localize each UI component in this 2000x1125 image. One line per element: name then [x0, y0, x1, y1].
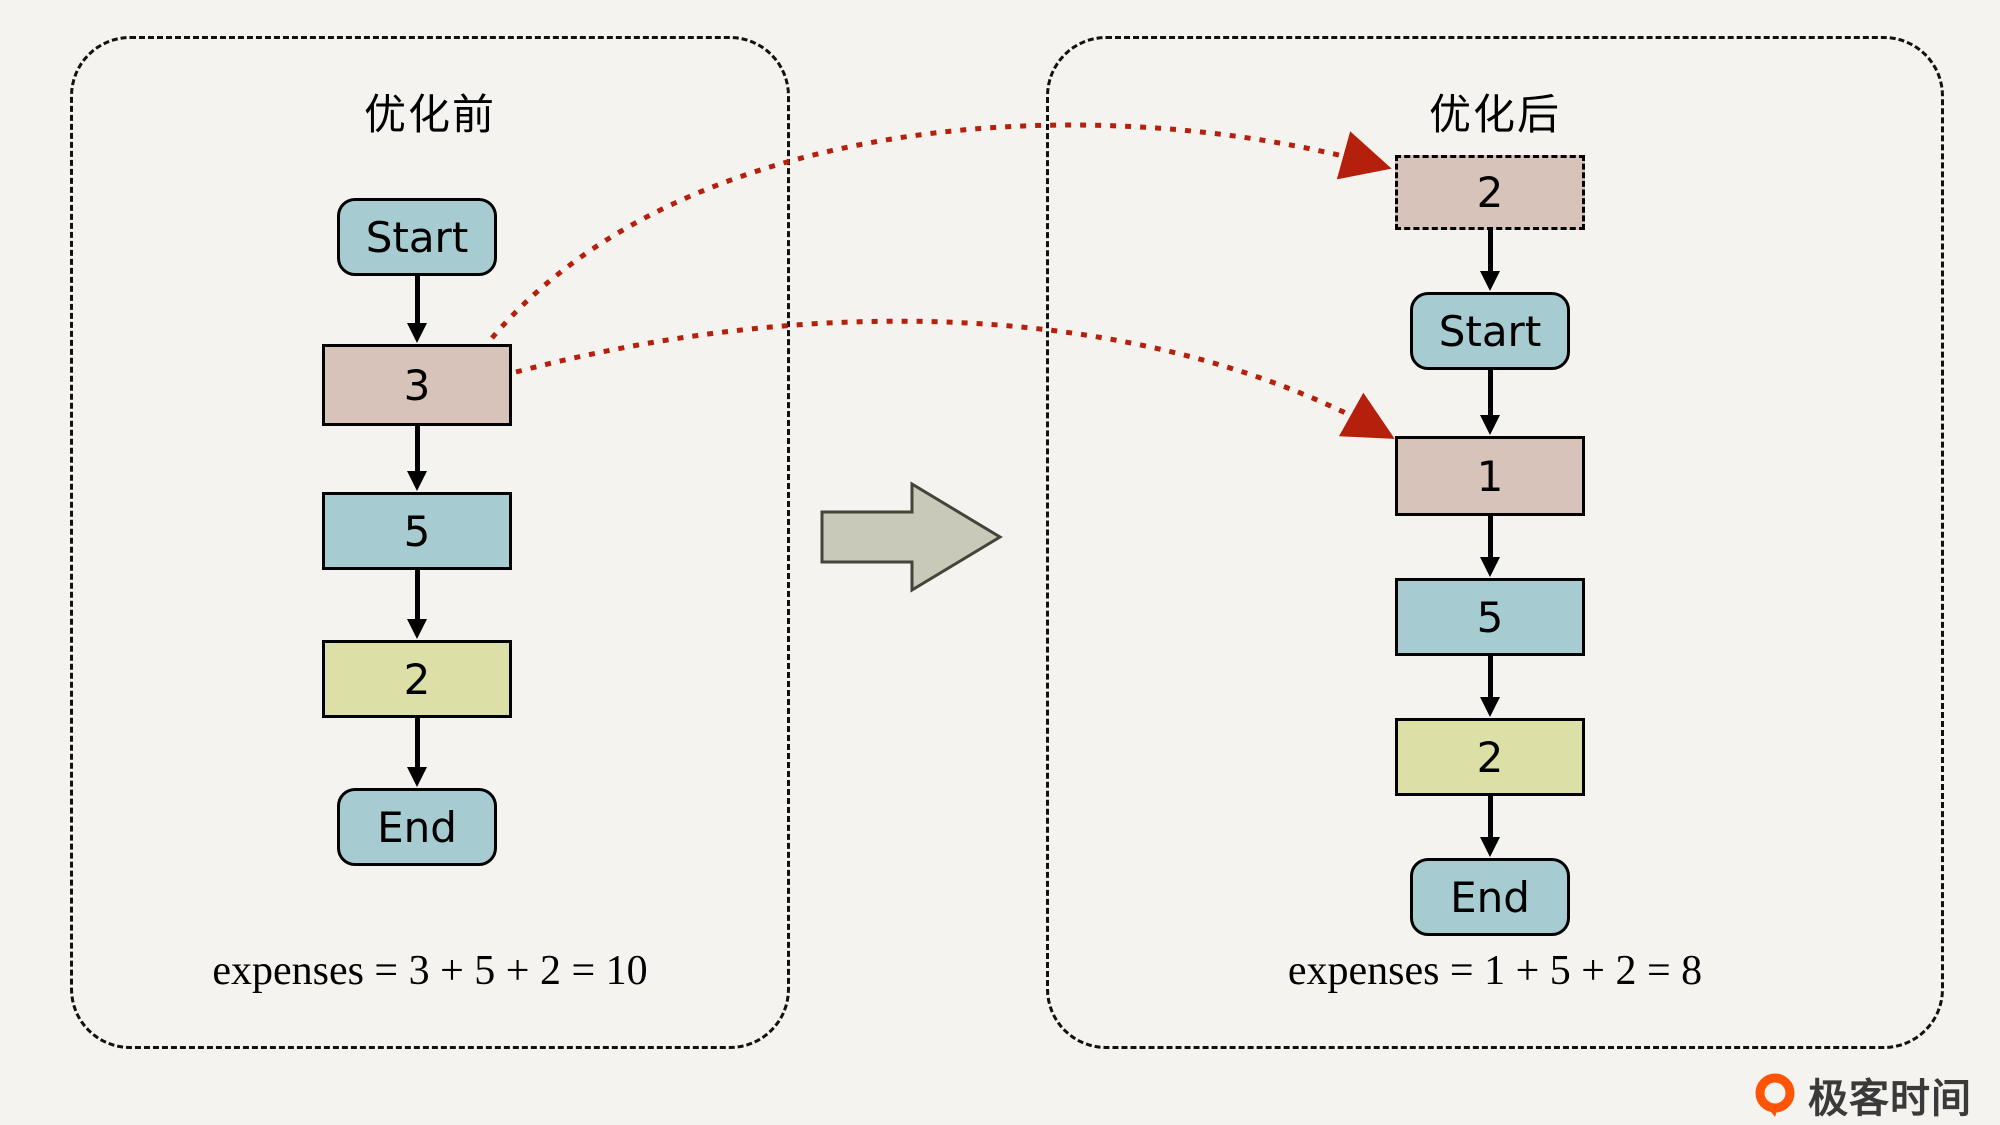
flow-arrow — [1480, 516, 1500, 577]
after-node-end: End — [1410, 858, 1570, 936]
before-panel: 优化前 expenses = 3 + 5 + 2 = 10 — [70, 36, 790, 1049]
before-node-3: 3 — [322, 344, 512, 426]
flow-arrow — [1480, 796, 1500, 857]
geektime-logo-text: 极客时间 — [1808, 1076, 1972, 1122]
before-node-5: 5 — [322, 492, 512, 570]
flow-arrow — [407, 718, 427, 787]
after-node-2: 2 — [1395, 718, 1585, 796]
after-expenses: expenses = 1 + 5 + 2 = 8 — [1287, 948, 1703, 994]
flow-arrow — [407, 426, 427, 491]
after-node-1: 1 — [1395, 436, 1585, 516]
flow-arrow — [1480, 656, 1500, 717]
geektime-logo: 极客时间 — [1752, 1066, 1972, 1124]
before-expenses: expenses = 3 + 5 + 2 = 10 — [212, 948, 648, 994]
before-node-start: Start — [337, 198, 497, 276]
flow-arrow — [407, 276, 427, 343]
after-node-2-hoisted: 2 — [1395, 155, 1585, 230]
after-node-5: 5 — [1395, 578, 1585, 656]
before-node-2: 2 — [322, 640, 512, 718]
flow-arrow — [1480, 370, 1500, 435]
transform-arrow — [820, 481, 1003, 593]
flow-arrow — [407, 570, 427, 639]
after-node-start: Start — [1410, 292, 1570, 370]
after-panel: 优化后 expenses = 1 + 5 + 2 = 8 — [1046, 36, 1944, 1049]
before-title: 优化前 — [363, 90, 496, 139]
after-title: 优化后 — [1428, 90, 1561, 139]
before-node-end: End — [337, 788, 497, 866]
flow-arrow — [1480, 230, 1500, 291]
geektime-logo-icon — [1755, 1073, 1795, 1117]
